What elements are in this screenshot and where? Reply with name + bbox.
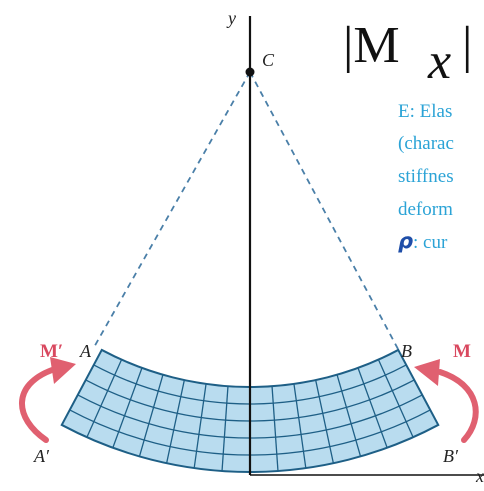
formula-bar: | (462, 17, 472, 74)
moment-right: M (414, 341, 479, 443)
point-b-prime-label: B′ (443, 446, 459, 466)
point-b-label: B (401, 341, 412, 361)
moment-left-arrow (19, 367, 55, 443)
y-axis-label: y (226, 8, 236, 28)
moment-left-arrowhead (50, 357, 76, 384)
radius-lines (92, 71, 399, 350)
beam-grid-radial (112, 367, 143, 448)
moment-right-arrowhead (414, 359, 440, 386)
note-line-3: stiffnes (398, 166, 454, 187)
radius-line-right (249, 71, 399, 350)
notes: E: Elas (charac stiffnes deform ρ : cur (398, 101, 454, 253)
beam-grid-radial (377, 359, 414, 438)
point-a-label: A (79, 341, 92, 361)
moment-right-label: M (453, 341, 471, 362)
beam-grid-radial (165, 379, 185, 464)
note-line-2: (charac (398, 133, 454, 154)
note-line-4: deform (398, 199, 453, 220)
beam-grid-radial (193, 383, 207, 469)
radius-line-left (92, 71, 251, 350)
moment-left-label: M′ (40, 341, 63, 362)
note-line-5: : cur (413, 232, 448, 253)
beam-grid-radial (357, 367, 388, 448)
moment-formula: |M x | (343, 17, 472, 90)
point-a-prime-label: A′ (33, 446, 50, 466)
beam-grid-radial (271, 386, 279, 472)
moment-left: M′ (19, 341, 76, 443)
beam-grid-radial (138, 374, 164, 457)
center-label: C (262, 50, 275, 70)
x-axis: x (250, 466, 484, 486)
formula-text: |M (343, 17, 400, 74)
beam-grid-radial (221, 386, 229, 472)
moment-right-arrow (437, 369, 479, 443)
beam-grid-radial (293, 383, 307, 469)
y-axis: y (226, 8, 252, 475)
rho-symbol: ρ (398, 229, 413, 253)
note-line-1: E: Elas (398, 101, 452, 122)
x-axis-label: x (475, 466, 484, 486)
formula-subscript: x (427, 33, 451, 90)
beam-grid-radial (86, 359, 123, 438)
beam-grid-radial (315, 379, 335, 464)
beam-grid-radial (336, 374, 362, 457)
center-point (245, 67, 255, 77)
